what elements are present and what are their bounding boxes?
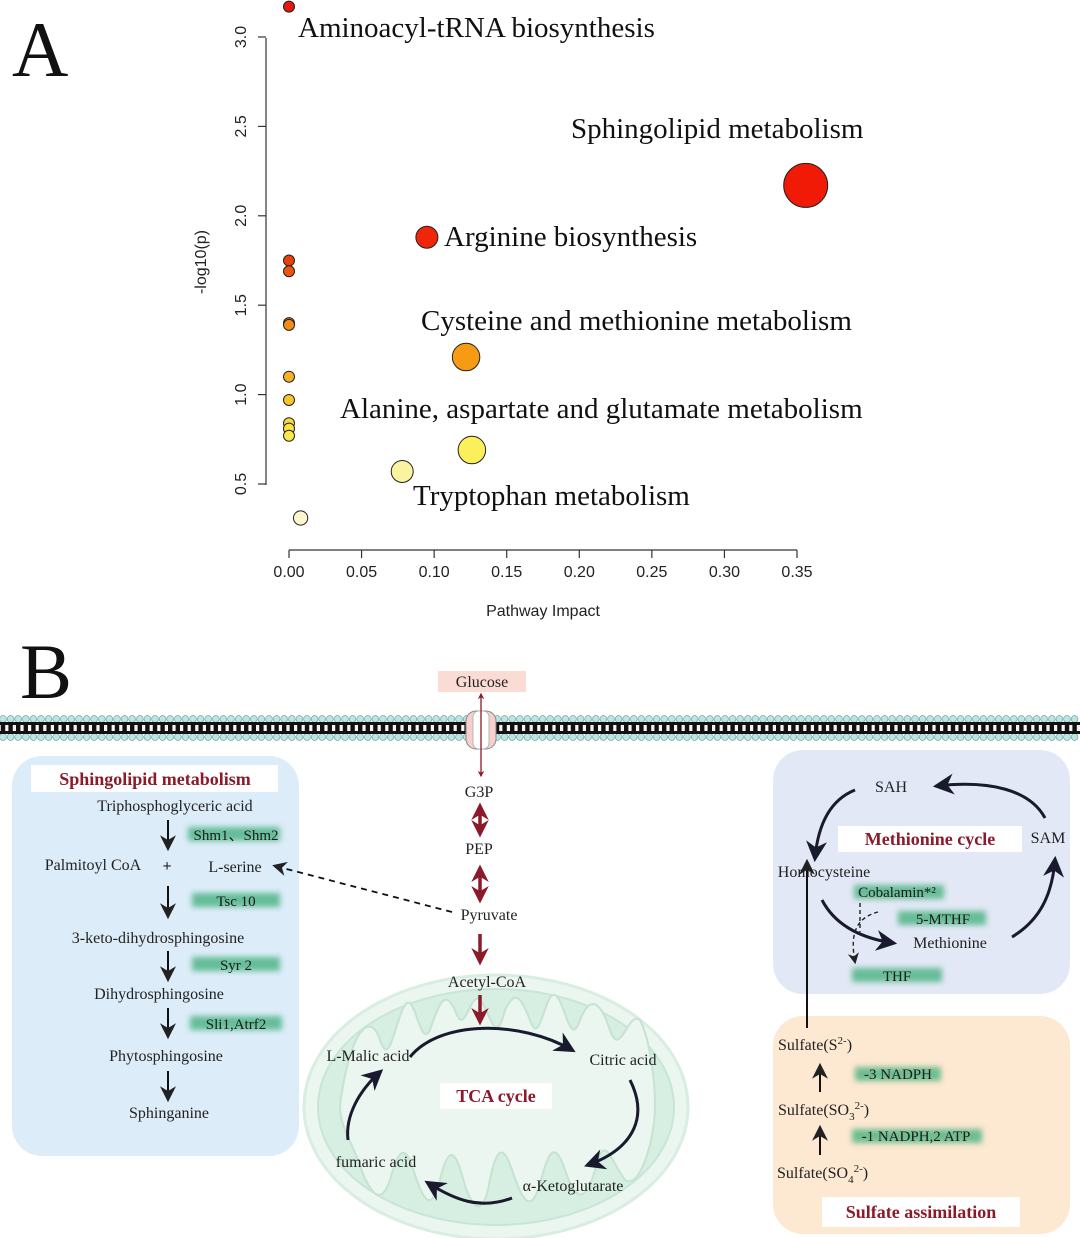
x-tick-label: 0.10: [419, 564, 450, 581]
annotation-tryptophan: Tryptophan metabolism: [413, 480, 690, 512]
enzyme-shm: Shm1、Shm2: [193, 828, 278, 844]
scatter-point: [390, 459, 414, 483]
sulfate-title-box: [822, 1197, 1020, 1227]
x-tick-label: 0.00: [273, 564, 304, 581]
x-ticks: 0.00 0.05 0.10 0.15 0.20 0.25 0.30 0.35: [273, 550, 813, 581]
fumaric-acid-label: fumaric acid: [336, 1154, 416, 1171]
x-tick-label: 0.25: [636, 564, 667, 581]
annotation-aminoacyl: Aminoacyl-tRNA biosynthesis: [298, 12, 655, 44]
thf-label: THF: [883, 969, 911, 985]
sah-label: SAH: [875, 779, 907, 796]
tca-arrow-fumaric-malic: [346, 1069, 384, 1141]
cobalamin-label: Cobalamin*²: [858, 885, 936, 901]
x-tick-label: 0.35: [781, 564, 812, 581]
methionine-box: [773, 750, 1070, 994]
met-dashed-arrow-thf: [847, 911, 879, 965]
scatter-point: [783, 162, 829, 208]
met-arrow-sam-sah: [932, 773, 1047, 819]
keto-dihydrosphingosine-label: 3-keto-dihydrosphingosine: [72, 930, 244, 947]
palmitoyl-coa-label: Palmitoyl CoA: [45, 857, 142, 874]
tca-title-box: [440, 1083, 552, 1109]
annotation-arginine: Arginine biosynthesis: [444, 221, 697, 253]
x-tick-label: 0.15: [491, 564, 522, 581]
l-serine-label: L-serine: [208, 859, 261, 876]
y-axis-label: -log10(p): [193, 230, 210, 294]
scatter-point: [283, 265, 295, 278]
pyruvate-label: Pyruvate: [461, 907, 518, 924]
panel-b-letter: B: [20, 628, 72, 715]
dihydrosphingosine-label: Dihydrosphingosine: [94, 986, 224, 1003]
annotation-sphingolipid: Sphingolipid metabolism: [571, 113, 864, 145]
tca-arrow-malic-citric: [408, 1026, 576, 1058]
acetyl-coa-label: Acetyl-CoA: [448, 974, 527, 991]
scatter-point: [283, 0, 295, 13]
met-arrow-methionine-sam: [1011, 855, 1065, 939]
ketoglutarate-label: α-Ketoglutarate: [523, 1178, 624, 1195]
glucose-label: Glucose: [456, 674, 508, 691]
phytosphingosine-label: Phytosphingosine: [109, 1048, 223, 1065]
pyruvate-serine-dashed-arrow: [272, 861, 453, 913]
scatter-point: [292, 510, 309, 526]
y-tick-label: 2.0: [233, 205, 250, 227]
triphosphoglyceric-label: Triphosphoglyceric acid: [97, 798, 252, 815]
sulfate-s2-label: Sulfate(S2-): [778, 1035, 852, 1054]
panel-a-letter: A: [12, 6, 68, 93]
x-tick-label: 0.20: [564, 564, 595, 581]
methionine-title: Methionine cycle: [865, 829, 995, 849]
sulfate-so3-label: Sulfate(SO32-): [778, 1100, 869, 1123]
y-tick-label: 1.0: [233, 383, 250, 405]
malic-acid-label: L-Malic acid: [326, 1048, 409, 1065]
sulfate-box: [773, 1016, 1070, 1234]
scatter-point: [457, 435, 487, 465]
cell-membrane: [0, 710, 1080, 750]
tca-title: TCA cycle: [456, 1086, 535, 1106]
scatter-point: [283, 254, 295, 267]
mthf-label: 5-MTHF: [916, 912, 970, 928]
sphingolipid-title: Sphingolipid metabolism: [59, 769, 251, 789]
glucose-box: [438, 671, 526, 692]
g3p-label: G3P: [465, 784, 494, 801]
sphingolipid-title-box: [31, 765, 278, 792]
scatter-point: [415, 225, 439, 249]
enzyme-sli1: Sli1,Atrf2: [206, 1017, 266, 1033]
methionine-label: Methionine: [913, 935, 987, 952]
y-tick-label: 0.5: [233, 473, 250, 495]
scatter-point: [451, 342, 481, 372]
scatter-point: [283, 318, 295, 331]
sphingolipid-box: [12, 756, 299, 1156]
scatter-point: [283, 370, 295, 383]
citric-acid-label: Citric acid: [589, 1052, 656, 1069]
met-arrow-homocysteine-methionine: [820, 899, 898, 951]
met-arrow-sah-homocysteine: [806, 788, 856, 863]
nadph1-label: -1 NADPH,2 ATP: [862, 1129, 971, 1145]
plus-sign: +: [162, 858, 171, 875]
y-tick-label: 1.5: [233, 294, 250, 316]
x-tick-label: 0.05: [346, 564, 377, 581]
homocysteine-label: Homocysteine: [778, 864, 870, 881]
sulfate-so4-label: Sulfate(SO42-): [777, 1163, 868, 1186]
nadph3-label: -3 NADPH: [864, 1067, 932, 1083]
scatter-point: [283, 393, 295, 406]
annotation-cysteine: Cysteine and methionine metabolism: [421, 305, 852, 337]
pep-label: PEP: [465, 841, 493, 858]
data-points: [283, 0, 829, 526]
x-tick-label: 0.30: [709, 564, 740, 581]
sphinganine-label: Sphinganine: [129, 1105, 209, 1122]
y-ticks: 0.5 1.0 1.5 2.0 2.5 3.0: [233, 26, 266, 495]
enzyme-tsc10: Tsc 10: [216, 894, 255, 910]
methionine-title-box: [838, 826, 1022, 852]
sulfate-title: Sulfate assimilation: [846, 1202, 997, 1222]
scatter-point: [283, 429, 295, 442]
enzyme-syr2: Syr 2: [220, 958, 252, 974]
y-tick-label: 2.5: [233, 115, 250, 137]
x-axis-label: Pathway Impact: [486, 603, 600, 620]
annotation-alanine: Alanine, aspartate and glutamate metabol…: [340, 393, 863, 425]
tca-arrow-citric-keto: [584, 1079, 640, 1170]
sam-label: SAM: [1031, 830, 1066, 847]
tca-arrow-keto-fumaric: [424, 1180, 513, 1205]
y-tick-label: 3.0: [233, 26, 250, 48]
